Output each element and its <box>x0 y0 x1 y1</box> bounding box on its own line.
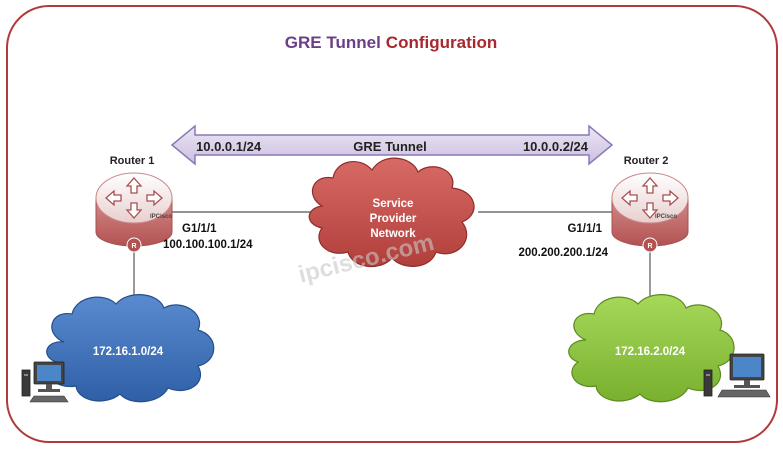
provider-line-3: Network <box>370 228 416 240</box>
router-1-badge <box>126 237 142 253</box>
pc-2-icon[interactable] <box>703 353 771 398</box>
diagram-title: GRE Tunnel Configuration <box>285 33 497 52</box>
router-1-interface: G1/1/1 <box>182 223 217 235</box>
tunnel-right-ip: 10.0.0.2/24 <box>523 139 589 154</box>
service-provider-cloud[interactable]: Service Provider Network <box>308 157 475 268</box>
lan-1-subnet: 172.16.1.0/24 <box>93 346 164 358</box>
lan-2-subnet: 172.16.2.0/24 <box>615 346 686 358</box>
router-2-badge <box>642 237 658 253</box>
router-2[interactable]: Router 2 IPCisco R <box>611 155 689 253</box>
router-1[interactable]: Router 1 IPCisco R <box>95 155 173 253</box>
router-2-name: Router 2 <box>624 155 669 167</box>
lan-2-cloud[interactable]: 172.16.2.0/24 <box>568 294 735 403</box>
router-2-badge-text: R <box>647 243 652 250</box>
tunnel-left-ip: 10.0.0.1/24 <box>196 139 262 154</box>
title-part-2: Configuration <box>386 33 497 52</box>
pc-1-icon[interactable] <box>21 361 69 403</box>
router-2-interface: G1/1/1 <box>567 223 602 235</box>
provider-line-1: Service <box>373 198 414 210</box>
router-2-ip: 200.200.200.1/24 <box>518 247 608 259</box>
router-1-name: Router 1 <box>110 155 155 167</box>
router-arrows-icon <box>621 177 679 219</box>
router-2-brand: IPCisco <box>655 214 677 220</box>
router-arrows-icon <box>105 177 163 219</box>
router-1-ip: 100.100.100.1/24 <box>163 239 253 251</box>
router-1-brand: IPCisco <box>150 214 172 220</box>
title-part-1: GRE Tunnel <box>285 33 381 52</box>
gre-tunnel-arrow: 10.0.0.1/24 GRE Tunnel 10.0.0.2/24 <box>170 124 614 166</box>
tunnel-label: GRE Tunnel <box>353 139 426 154</box>
router-1-badge-text: R <box>131 243 136 250</box>
lan-1-cloud[interactable]: 172.16.1.0/24 <box>46 294 215 403</box>
provider-line-2: Provider <box>370 213 417 225</box>
